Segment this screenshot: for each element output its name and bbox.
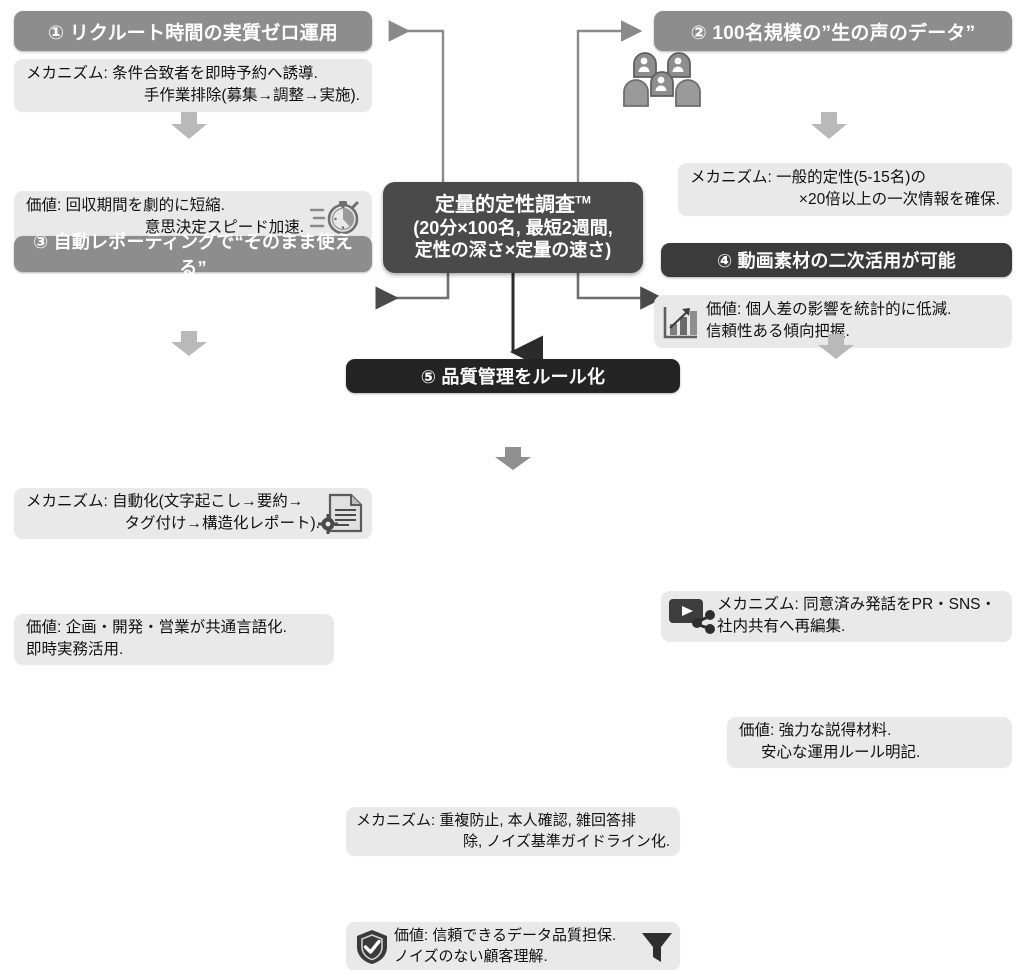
panel-5-value-line1: 価値: 信頼できるデータ品質担保.: [394, 926, 617, 944]
panel-1-value-line1: 価値: 回収期間を劇的に短縮.: [26, 196, 225, 214]
hub-title: 定量的定性調査: [435, 194, 576, 217]
panel-2-mechanism-line2: ×20倍以上の一次情報を確保.: [798, 191, 1000, 208]
panel-3-down-arrow: [171, 331, 207, 356]
panel-1-mechanism-line2: 手作業排除(募集→調整→実施).: [143, 87, 360, 104]
arrow-right-to-panel-4: [576, 273, 664, 310]
panel-1-value-line2: 意思決定スピード加速.: [144, 219, 304, 236]
diagram-canvas: ① リクルート時間の実質ゼロ運用 メカニズム: 条件合致者を即時予約へ誘導. 手…: [14, 11, 1012, 970]
panel-1-mechanism: メカニズム: 条件合致者を即時予約へ誘導. 手作業排除(募集→調整→実施).: [14, 59, 372, 111]
panel-2-value-line1: 価値: 個人差の影響を統計的に低減.: [706, 300, 952, 318]
center-hub: 定量的定性調査TM (20分×100名, 最短2週間, 定性の深さ×定量の速さ): [383, 182, 643, 273]
shield-check-icon: [357, 930, 387, 964]
panel-5-header: ⑤ 品質管理をルール化: [346, 359, 680, 393]
panel-5: ⑤ 品質管理をルール化: [346, 359, 680, 393]
panel-2-mechanism-line1: メカニズム: 一般的定性(5-15名)の: [690, 168, 926, 186]
panel-5-mechanism: メカニズム: 重複防止, 本人確認, 雑回答排 除, ノイズ基準ガイドライン化.: [346, 807, 680, 855]
panel-4-mechanism-line2: 社内共有へ再編集.: [717, 618, 846, 635]
panel-1-value: 価値: 回収期間を劇的に短縮. 意思決定スピード加速.: [14, 191, 372, 243]
panel-4-mechanism: メカニズム: 同意済み発話をPR・SNS・ 社内共有へ再編集.: [661, 591, 1012, 641]
panel-5-down-arrow: [495, 447, 531, 470]
panel-2: ② 100名規模の”生の声のデータ”: [654, 11, 1012, 51]
panel-3-mechanism-line1: メカニズム: 自動化(文字起こし→要約→: [26, 492, 304, 510]
panel-1-header: ① リクルート時間の実質ゼロ運用: [14, 11, 372, 51]
arrow-left-to-panel-1: [388, 20, 445, 182]
panel-3-value-line1: 価値: 企画・開発・営業が共通言語化.: [26, 618, 287, 636]
panel-3-mechanism: メカニズム: 自動化(文字起こし→要約→ タグ付け→構造化レポート).: [14, 488, 372, 538]
panel-4-mechanism-line1: メカニズム: 同意済み発話をPR・SNS・: [717, 595, 997, 613]
panel-2-value-line2: 信頼性ある傾向把握.: [706, 323, 850, 340]
panel-2-mechanism: メカニズム: 一般的定性(5-15名)の ×20倍以上の一次情報を確保.: [678, 163, 1012, 215]
panel-1: ① リクルート時間の実質ゼロ運用: [14, 11, 372, 51]
hub-line3: 定性の深さ×定量の速さ): [414, 239, 612, 260]
panel-4: ④ 動画素材の二次活用が可能: [661, 243, 1012, 277]
hub-line2: (20分×100名, 最短2週間,: [413, 217, 613, 238]
panel-3-mechanism-line2: タグ付け→構造化レポート).: [124, 515, 320, 532]
panel-1-down-arrow: [171, 112, 207, 139]
panel-4-header: ④ 動画素材の二次活用が可能: [661, 243, 1012, 277]
panel-5-mechanism-line1: メカニズム: 重複防止, 本人確認, 雑回答排: [356, 811, 637, 829]
panel-3-value-line2: 即時実務活用.: [26, 641, 124, 658]
panel-1-mechanism-line1: メカニズム: 条件合致者を即時予約へ誘導.: [26, 64, 318, 82]
connector-layer: [375, 20, 664, 369]
panel-2-down-arrow: [811, 112, 847, 139]
panel-4-value-line2: 安心な運用ルール明記.: [761, 744, 921, 761]
video-share-icon: [669, 599, 715, 634]
arrow-left-to-panel-3: [375, 273, 450, 310]
bar-chart-growth-icon: [663, 307, 697, 339]
document-gear-icon: [318, 493, 363, 534]
arrow-right-to-panel-2: [576, 20, 643, 182]
panel-4-value-line1: 価値: 強力な説得材料.: [739, 721, 892, 739]
panel-5-mechanism-line2: 除, ノイズ基準ガイドライン化.: [462, 833, 670, 850]
stopwatch-icon: [310, 201, 359, 235]
funnel-filter-icon: [642, 933, 672, 962]
panel-4-value: 価値: 強力な説得材料. 安心な運用ルール明記.: [727, 717, 1012, 767]
panel-5-value: 価値: 信頼できるデータ品質担保. ノイズのない顧客理解.: [346, 922, 680, 970]
panel-5-value-line2: ノイズのない顧客理解.: [394, 948, 548, 965]
panel-2-header: ② 100名規模の”生の声のデータ”: [654, 11, 1012, 51]
panel-3-header: ③ 自動レポーティングで“そのまま使える”: [14, 232, 372, 278]
panel-3-value: 価値: 企画・開発・営業が共通言語化. 即時実務活用.: [14, 614, 334, 664]
panel-3: ③ 自動レポーティングで“そのまま使える”: [14, 232, 372, 278]
people-group-icon: [623, 52, 701, 107]
panel-4-down-arrow: [818, 334, 854, 359]
hub-trademark: TM: [575, 194, 591, 207]
